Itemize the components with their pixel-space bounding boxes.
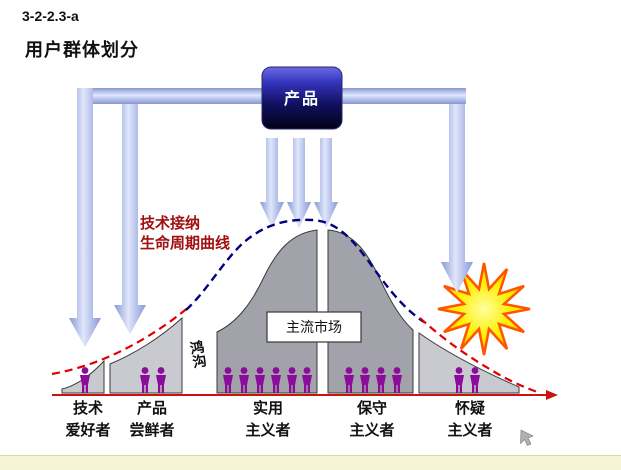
curve-caption-line1: 技术接纳 bbox=[140, 214, 200, 232]
label-skeptics-line1: 怀疑 bbox=[455, 399, 485, 417]
chasm-label: 鸿沟 bbox=[188, 338, 209, 370]
label-conservatives-line1: 保守 bbox=[356, 399, 387, 417]
label-skeptics-line2: 主义者 bbox=[447, 421, 492, 439]
label-early-adopters-line1: 产品 bbox=[137, 399, 167, 417]
mainstream-market-label: 主流市场 bbox=[286, 319, 342, 335]
arrow-to-mainstream-1-icon bbox=[260, 138, 284, 228]
arrow-to-tech-enthusiasts-icon bbox=[69, 88, 101, 347]
product-box bbox=[261, 66, 343, 130]
segment-skeptics bbox=[418, 332, 520, 394]
group-labels: 技术 爱好者 产品 尝鲜者 实用 主义者 保守 主义者 怀疑 主义者 bbox=[65, 399, 492, 439]
label-pragmatists-line1: 实用 bbox=[253, 399, 283, 417]
curve-caption-line2: 生命周期曲线 bbox=[140, 234, 230, 252]
label-conservatives-line2: 主义者 bbox=[349, 421, 394, 439]
explosion-starburst-icon bbox=[437, 262, 531, 356]
lifecycle-curve-navy-center bbox=[185, 218, 425, 323]
product-box-label: 产品 bbox=[284, 89, 320, 108]
segment-early-adopters bbox=[109, 316, 183, 394]
cursor-arrow-icon bbox=[520, 429, 534, 446]
arrow-to-early-adopters-icon bbox=[114, 104, 146, 334]
label-early-adopters-line2: 尝鲜者 bbox=[129, 421, 174, 439]
lifecycle-curve-red-left bbox=[51, 305, 191, 376]
mainstream-market-box bbox=[266, 311, 362, 343]
slide-code: 3-2-2.3-a bbox=[22, 8, 79, 24]
baseline-arrowhead-icon bbox=[546, 390, 558, 400]
label-tech-enthusiasts-line2: 爱好者 bbox=[65, 421, 110, 439]
arrow-to-mainstream-2-icon bbox=[287, 138, 311, 228]
page-title: 用户群体划分 bbox=[25, 40, 139, 60]
bottom-accent-bar bbox=[0, 455, 621, 470]
label-pragmatists-line2: 主义者 bbox=[245, 421, 290, 439]
arrow-to-skeptics-icon bbox=[441, 104, 473, 293]
arrow-to-mainstream-3-icon bbox=[314, 138, 338, 228]
lifecycle-curve-red-right bbox=[419, 317, 541, 395]
label-tech-enthusiasts-line1: 技术 bbox=[73, 399, 103, 417]
